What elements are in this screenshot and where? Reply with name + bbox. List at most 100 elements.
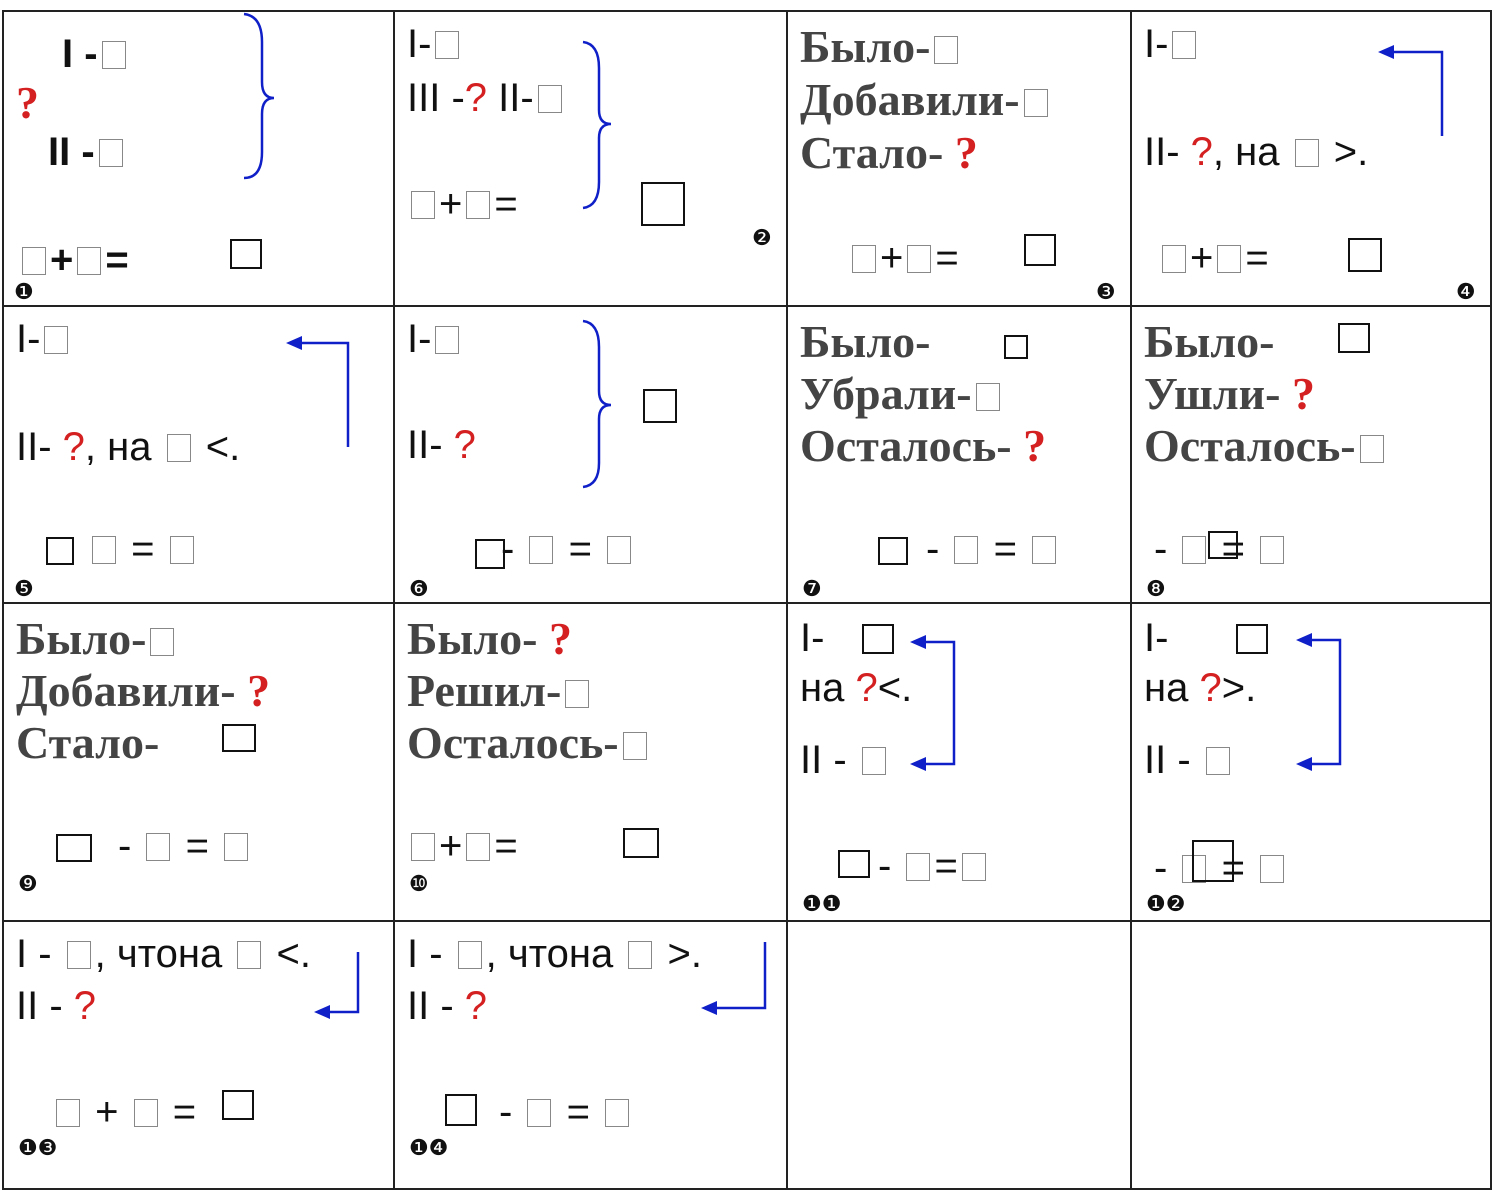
line-3: Стало- ? xyxy=(800,127,978,178)
answer-box[interactable] xyxy=(230,239,262,269)
question-mark: ? xyxy=(16,77,39,128)
line-1: Было- ? xyxy=(407,613,572,664)
line-2: на ?>. xyxy=(1144,666,1257,710)
exercise-cell-7: Было- Убрали- Осталось- ? - = ❼ xyxy=(786,305,1132,604)
line-1: I - , чтона <. xyxy=(16,932,311,976)
equation: += xyxy=(1158,238,1269,278)
answer-box[interactable] xyxy=(641,182,685,226)
answer-box[interactable] xyxy=(1004,335,1028,359)
line-1: Было- xyxy=(800,316,931,367)
arrow-icon xyxy=(286,336,350,447)
answer-box[interactable] xyxy=(623,828,659,858)
line-1: I- xyxy=(800,616,825,660)
line-1: I- xyxy=(1144,616,1169,660)
cell-number: ❶❶ xyxy=(802,892,842,917)
cell-number: ❷ xyxy=(752,226,772,251)
answer-box[interactable] xyxy=(1338,323,1370,353)
answer-box[interactable] xyxy=(46,537,74,565)
exercise-cell-6: I- II- ? - = ❻ xyxy=(393,305,788,604)
cell-number: ❹ xyxy=(1456,280,1476,305)
equation: + = xyxy=(52,1092,196,1132)
equation: - = xyxy=(926,529,1060,569)
answer-box[interactable] xyxy=(838,850,870,878)
line-2: Добавили- xyxy=(800,77,1052,123)
exercise-cell-13: I - , чтона <. II - ? + = ❶❸ xyxy=(2,920,395,1190)
line-1: I- xyxy=(1144,24,1200,64)
line-3: Осталось- xyxy=(1144,423,1388,469)
exercise-cell-empty-2 xyxy=(1130,920,1492,1190)
line-2: Решил- xyxy=(407,668,593,714)
exercise-cell-4: I- II- ?, на >. += ❹ xyxy=(1130,10,1492,307)
line-3: II - xyxy=(1144,740,1234,780)
line-3: Осталось- ? xyxy=(800,420,1047,471)
line-1: Было- xyxy=(1144,316,1275,367)
equation: += xyxy=(407,184,518,224)
exercise-cell-empty-1 xyxy=(786,920,1132,1190)
equation: = xyxy=(88,529,198,569)
cell-number: ❶❷ xyxy=(1146,892,1186,917)
line-1: I- xyxy=(16,319,72,359)
exercise-cell-5: I- II- ?, на <. = ❺ xyxy=(2,305,395,604)
line-3: Осталось- xyxy=(407,720,651,766)
equation: - = xyxy=(1154,529,1288,569)
answer-box[interactable] xyxy=(445,1094,477,1126)
line-3: II - xyxy=(48,132,127,172)
bracket-arrow-icon xyxy=(1296,633,1342,771)
line-1: I- xyxy=(407,24,463,64)
curly-brace-icon xyxy=(582,40,612,210)
line-2: Ушли- ? xyxy=(1144,368,1315,419)
answer-box[interactable] xyxy=(1208,531,1238,559)
answer-box[interactable] xyxy=(1348,238,1382,272)
arrow-icon xyxy=(701,942,767,1015)
equation: += xyxy=(18,240,129,280)
arrow-icon xyxy=(1378,45,1444,136)
line-1: I - , чтона >. xyxy=(407,932,702,976)
answer-box[interactable] xyxy=(222,724,256,752)
cell-number: ❼ xyxy=(802,577,822,602)
cell-number: ❻ xyxy=(409,577,429,602)
equation: - = xyxy=(878,846,990,886)
arrow-icon xyxy=(314,952,360,1019)
answer-box[interactable] xyxy=(222,1090,254,1120)
exercise-cell-14: I - , чтона >. II - ? - = ❶❹ xyxy=(393,920,788,1190)
answer-box[interactable] xyxy=(643,389,677,423)
equation: += xyxy=(407,826,518,866)
line-3: II - xyxy=(800,740,890,780)
line-2: Добавили- ? xyxy=(16,665,271,716)
exercise-cell-3: Было- Добавили- Стало- ? += ❸ xyxy=(786,10,1132,307)
line-2: Убрали- xyxy=(800,371,1004,417)
exercise-cell-12: I- на ?>. II - - = ❶❷ xyxy=(1130,602,1492,922)
cell-number: ❶ xyxy=(14,280,34,305)
line-2: III -? II- xyxy=(407,78,566,118)
answer-box[interactable] xyxy=(878,537,908,565)
curly-brace-icon xyxy=(582,319,612,489)
line-2: II - ? xyxy=(407,984,488,1028)
line-2: на ?<. xyxy=(800,666,913,710)
answer-box[interactable] xyxy=(56,834,92,862)
curly-brace-icon xyxy=(243,12,275,180)
answer-box[interactable] xyxy=(1236,624,1268,654)
exercise-cell-2: I- III -? II- += ❷ xyxy=(393,10,788,307)
line-3: Стало- xyxy=(16,717,160,768)
answer-box[interactable] xyxy=(862,624,894,654)
exercise-cell-9: Было- Добавили- ? Стало- - = ❾ xyxy=(2,602,395,922)
answer-box[interactable] xyxy=(475,539,505,569)
equation: += xyxy=(848,238,959,278)
cell-number: ❸ xyxy=(1096,280,1116,305)
equation: - = xyxy=(501,529,635,569)
equation: - = xyxy=(499,1092,633,1132)
exercise-cell-11: I- на ?<. II - - = ❶❶ xyxy=(786,602,1132,922)
line-1: Было- xyxy=(800,24,962,70)
answer-box[interactable] xyxy=(1024,234,1056,266)
exercise-cell-1: I - ? II - += ❶ xyxy=(2,10,395,307)
cell-number: ❺ xyxy=(14,577,34,602)
exercise-cell-10: Было- ? Решил- Осталось- += ❿ xyxy=(393,602,788,922)
answer-box[interactable] xyxy=(1192,840,1234,882)
line-1: I - xyxy=(62,34,130,74)
line-1: I- xyxy=(407,319,463,359)
exercise-cell-8: Было- Ушли- ? Осталось- - = ❽ xyxy=(1130,305,1492,604)
cell-number: ❶❹ xyxy=(409,1136,449,1161)
cell-number: ❶❸ xyxy=(18,1136,58,1161)
cell-number: ❿ xyxy=(409,872,429,897)
